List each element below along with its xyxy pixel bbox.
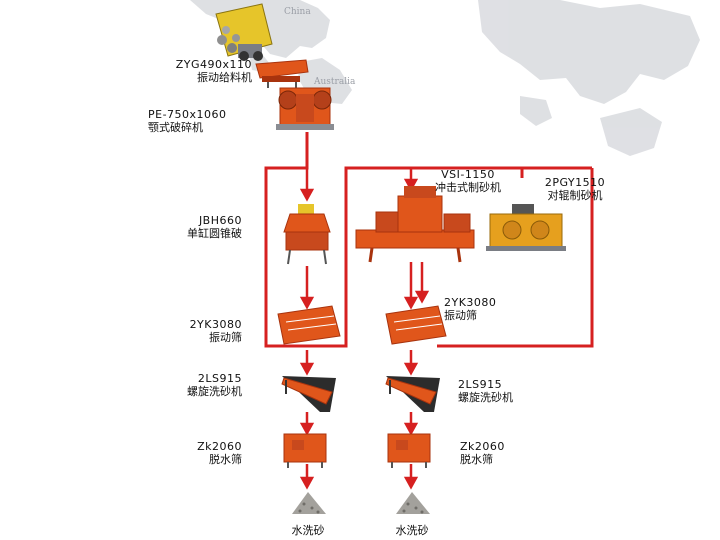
dump-truck (215, 3, 273, 61)
label-jaw: PE-750x1060 颚式破碎机 (148, 108, 227, 134)
spiral-sand-washer-machine-right (385, 376, 440, 412)
flow-arrows (299, 168, 430, 490)
label-cone-name: 单缸圆锥破 (187, 227, 242, 240)
sand-pile-left (292, 492, 326, 514)
dewatering-screen-machine-right (387, 433, 431, 468)
label-dewater1-name: 脱水筛 (209, 453, 242, 466)
vsi-sand-maker-machine (355, 186, 475, 263)
flow-lines (264, 132, 594, 348)
label-cone-model: JBH660 (198, 214, 242, 227)
label-dewater1-model: Zk2060 (197, 440, 242, 453)
label-dewater1: Zk2060 脱水筛 (170, 440, 242, 466)
label-screen1-name: 振动筛 (209, 331, 242, 344)
label-screen2: 2YK3080 振动筛 (444, 296, 496, 322)
label-dewater2-model: Zk2060 (460, 440, 505, 453)
label-washer1-model: 2LS915 (197, 372, 242, 385)
vibrating-feeder-machine (255, 59, 309, 88)
map-label-australia: Australia (313, 77, 356, 87)
roller-sand-maker-machine (486, 204, 566, 251)
jaw-crusher-machine (276, 87, 334, 130)
label-washer1: 2LS915 螺旋洗砂机 (170, 372, 242, 398)
label-dewater2: Zk2060 脱水筛 (460, 440, 505, 466)
label-screen2-name: 振动筛 (444, 309, 477, 322)
label-roller: 2PGY1510 对辊制砂机 (530, 176, 620, 202)
label-dewater2-name: 脱水筛 (460, 453, 493, 466)
label-washer1-name: 螺旋洗砂机 (187, 385, 242, 398)
vibrating-screen-machine-left (277, 305, 341, 345)
label-washer2-name: 螺旋洗砂机 (458, 391, 513, 404)
label-washer2-model: 2LS915 (458, 378, 503, 391)
label-roller-name: 对辊制砂机 (547, 189, 603, 202)
label-jaw-name: 颚式破碎机 (148, 121, 203, 134)
label-cone: JBH660 单缸圆锥破 (170, 214, 242, 240)
map-label-china: China (284, 7, 311, 17)
label-vsi-model: VSI-1150 (441, 168, 495, 181)
label-feeder-name: 振动给料机 (197, 71, 252, 84)
label-vsi: VSI-1150 冲击式制砂机 (418, 168, 518, 194)
vibrating-screen-machine-right (385, 305, 447, 345)
label-roller-model: 2PGY1510 (544, 176, 606, 189)
label-feeder: ZYG490x110 振动给料机 (140, 58, 252, 84)
dewatering-screen-machine-left (283, 433, 327, 468)
label-feeder-model: ZYG490x110 (175, 58, 252, 71)
cone-crusher-machine (283, 204, 331, 265)
spiral-sand-washer-machine-left (281, 376, 336, 412)
label-jaw-model: PE-750x1060 (148, 108, 227, 121)
label-vsi-name: 冲击式制砂机 (435, 181, 501, 194)
label-screen1: 2YK3080 振动筛 (170, 318, 242, 344)
label-screen2-model: 2YK3080 (444, 296, 497, 309)
sand-pile-right (396, 492, 430, 514)
label-washer2: 2LS915 螺旋洗砂机 (458, 378, 513, 404)
label-screen1-model: 2YK3080 (189, 318, 242, 331)
label-sand1: 水洗砂 (291, 524, 325, 537)
label-sand2: 水洗砂 (395, 524, 429, 537)
